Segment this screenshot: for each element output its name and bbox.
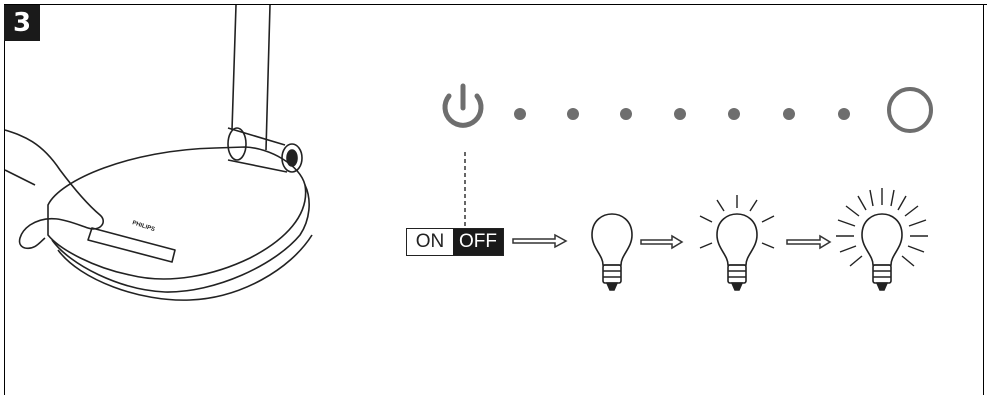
brightness-max-ring-icon xyxy=(887,87,933,133)
bulb-off-icon xyxy=(591,213,633,291)
brightness-level-dots xyxy=(514,108,850,120)
frame-left-border xyxy=(4,4,5,395)
arrow-icon xyxy=(512,233,568,249)
frame-right-border xyxy=(983,4,984,395)
on-off-switch[interactable]: ON OFF xyxy=(406,228,504,256)
frame-top-border xyxy=(4,4,987,5)
brightness-dot-icon xyxy=(620,108,632,120)
brightness-dot-icon xyxy=(728,108,740,120)
brightness-dot-icon xyxy=(783,108,795,120)
brightness-dot-icon xyxy=(514,108,526,120)
lamp-brand-mark: PHILIPS xyxy=(131,220,155,233)
switch-on-label: ON xyxy=(407,229,453,255)
brightness-dot-icon xyxy=(567,108,579,120)
bulb-dim-icon xyxy=(699,195,775,291)
brightness-dot-icon xyxy=(838,108,850,120)
step-number-badge: 3 xyxy=(4,5,40,41)
bulb-bright-icon xyxy=(836,188,928,291)
switch-off-label: OFF xyxy=(453,229,503,255)
brightness-dot-icon xyxy=(674,108,686,120)
power-icon xyxy=(442,83,484,128)
desk-lamp-illustration xyxy=(4,4,313,301)
arrow-icon xyxy=(786,234,832,250)
arrow-icon xyxy=(640,234,684,250)
